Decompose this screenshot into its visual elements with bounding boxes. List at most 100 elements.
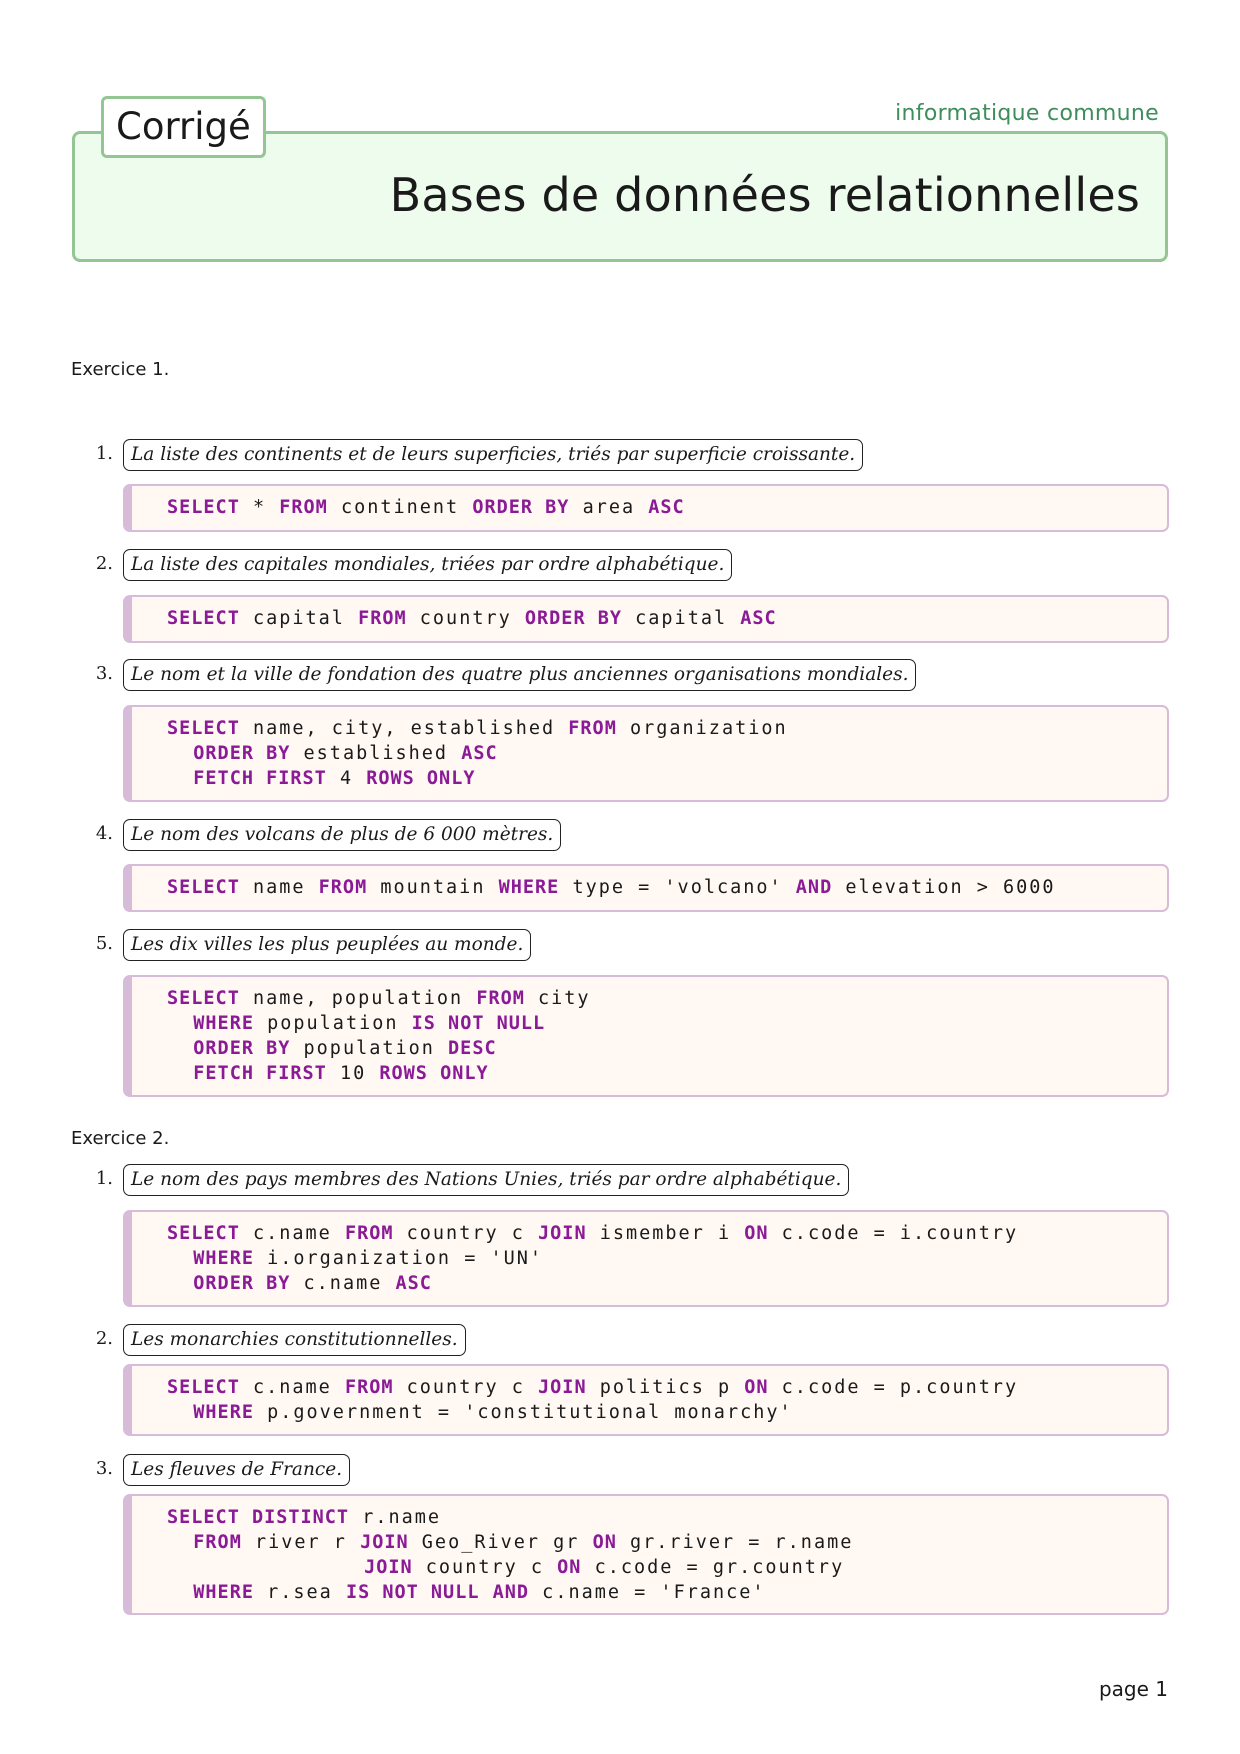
sql-text: [167, 1532, 193, 1553]
sql-text: 10: [326, 1063, 380, 1084]
sql-keyword: ORDER BY: [193, 1038, 291, 1059]
code-line: ORDER BY population DESC: [167, 1036, 1167, 1061]
sql-keyword: SELECT: [167, 497, 240, 518]
sql-text: p.government = 'constitutional monarchy': [253, 1402, 793, 1423]
sql-text: [167, 1582, 193, 1603]
sql-text: gr.river = r.name: [616, 1532, 854, 1553]
sql-text: c.code = p.country: [768, 1377, 1019, 1398]
sql-keyword: ORDER BY: [193, 1273, 291, 1294]
code-line: SELECT name, population FROM city: [167, 986, 1167, 1011]
question-number: 2.: [95, 553, 113, 574]
sql-keyword: ASC: [395, 1273, 432, 1294]
sql-text: area: [569, 497, 649, 518]
sql-text: c.name: [239, 1223, 345, 1244]
question-number: 4.: [95, 823, 113, 844]
sql-text: [167, 1402, 193, 1423]
code-line: JOIN country c ON c.code = gr.country: [167, 1555, 1167, 1580]
sql-keyword: AND: [795, 877, 833, 898]
sql-text: 4: [326, 768, 367, 789]
sql-text: r.name: [349, 1507, 442, 1528]
sql-keyword: ASC: [648, 497, 685, 518]
subject-label: informatique commune: [895, 101, 1159, 126]
code-block: SELECT c.name FROM country c JOIN ismemb…: [123, 1210, 1169, 1307]
sql-keyword: ON: [557, 1557, 582, 1578]
sql-text: c.name: [290, 1273, 396, 1294]
sql-text: name: [239, 877, 319, 898]
code-line: FROM river r JOIN Geo_River gr ON gr.riv…: [167, 1530, 1167, 1555]
sql-text: [167, 1273, 193, 1294]
sql-keyword: ORDER BY: [472, 497, 570, 518]
sql-keyword: WHERE: [193, 1013, 254, 1034]
code-line: SELECT * FROM continent ORDER BY area AS…: [167, 495, 1167, 520]
sql-keyword: DESC: [448, 1038, 497, 1059]
sql-keyword: SELECT: [167, 1223, 240, 1244]
sql-text: politics p: [586, 1377, 745, 1398]
code-line: WHERE i.organization = 'UN': [167, 1246, 1167, 1271]
question-text: Les fleuves de France.: [123, 1454, 351, 1486]
question-number: 1.: [95, 443, 113, 464]
sql-keyword: FETCH FIRST: [193, 768, 327, 789]
page-number: page 1: [1098, 1677, 1168, 1701]
question-text: La liste des capitales mondiales, triées…: [123, 549, 733, 581]
sql-keyword: FROM: [358, 608, 407, 629]
sql-keyword: ORDER BY: [524, 608, 622, 629]
sql-text: i.organization = 'UN': [253, 1248, 544, 1269]
sql-text: r.sea: [253, 1582, 346, 1603]
question-number: 2.: [95, 1328, 113, 1349]
sql-text: c.code = gr.country: [581, 1557, 845, 1578]
sql-keyword: SELECT DISTINCT: [167, 1507, 350, 1528]
sql-text: mountain: [367, 877, 499, 898]
sql-keyword: SELECT: [167, 877, 240, 898]
question-number: 3.: [95, 663, 113, 684]
code-block: SELECT DISTINCT r.name FROM river r JOIN…: [123, 1494, 1169, 1615]
sql-text: c.code = i.country: [768, 1223, 1019, 1244]
question-text: Le nom des volcans de plus de 6 000 mètr…: [123, 819, 562, 851]
code-line: WHERE r.sea IS NOT NULL AND c.name = 'Fr…: [167, 1580, 1167, 1605]
sql-keyword: WHERE: [498, 877, 560, 898]
sql-text: name, city, established: [239, 718, 569, 739]
sql-text: capital: [622, 608, 741, 629]
sql-keyword: ON: [592, 1532, 617, 1553]
sql-text: population: [290, 1038, 449, 1059]
sql-text: river r: [241, 1532, 361, 1553]
question-text: Le nom des pays membres des Nations Unie…: [123, 1164, 850, 1196]
code-block: SELECT * FROM continent ORDER BY area AS…: [123, 484, 1169, 532]
sql-keyword: IS NOT NULL: [411, 1013, 546, 1034]
sql-keyword: SELECT: [167, 988, 240, 1009]
question-text: Le nom et la ville de fondation des quat…: [123, 659, 917, 691]
sql-text: c.name = 'France': [529, 1582, 766, 1603]
sql-keyword: WHERE: [193, 1248, 254, 1269]
sql-keyword: FROM: [318, 877, 368, 898]
sql-keyword: ASC: [461, 743, 498, 764]
sql-text: [167, 1013, 193, 1034]
question-text: La liste des continents et de leurs supe…: [123, 439, 864, 471]
sql-keyword: JOIN: [538, 1223, 587, 1244]
question-text: Les monarchies constitutionnelles.: [123, 1324, 466, 1356]
sql-text: [167, 1557, 364, 1578]
code-block: SELECT name, population FROM city WHERE …: [123, 975, 1169, 1097]
sql-keyword: ON: [744, 1223, 769, 1244]
code-line: SELECT c.name FROM country c JOIN ismemb…: [167, 1221, 1167, 1246]
sql-text: [167, 1248, 193, 1269]
page-title: Bases de données relationnelles: [389, 168, 1140, 222]
sql-text: [167, 743, 193, 764]
sql-text: continent: [327, 497, 473, 518]
sql-keyword: FROM: [344, 1377, 394, 1398]
sql-keyword: FROM: [344, 1223, 394, 1244]
sql-text: type = 'volcano': [559, 877, 796, 898]
sql-text: [167, 1038, 193, 1059]
code-line: SELECT name FROM mountain WHERE type = '…: [167, 875, 1167, 900]
sql-keyword: ON: [744, 1377, 769, 1398]
code-line: SELECT capital FROM country ORDER BY cap…: [167, 606, 1167, 631]
code-block: SELECT capital FROM country ORDER BY cap…: [123, 595, 1169, 643]
sql-keyword: FROM: [193, 1532, 242, 1553]
sql-keyword: ORDER BY: [193, 743, 291, 764]
sql-text: country c: [412, 1557, 558, 1578]
sql-keyword: JOIN: [364, 1557, 413, 1578]
code-line: SELECT DISTINCT r.name: [167, 1505, 1167, 1530]
sql-text: [167, 1063, 193, 1084]
sql-text: organization: [616, 718, 788, 739]
sql-keyword: WHERE: [193, 1402, 254, 1423]
question-text: Les dix villes les plus peuplées au mond…: [123, 929, 532, 961]
question-number: 3.: [95, 1458, 113, 1479]
